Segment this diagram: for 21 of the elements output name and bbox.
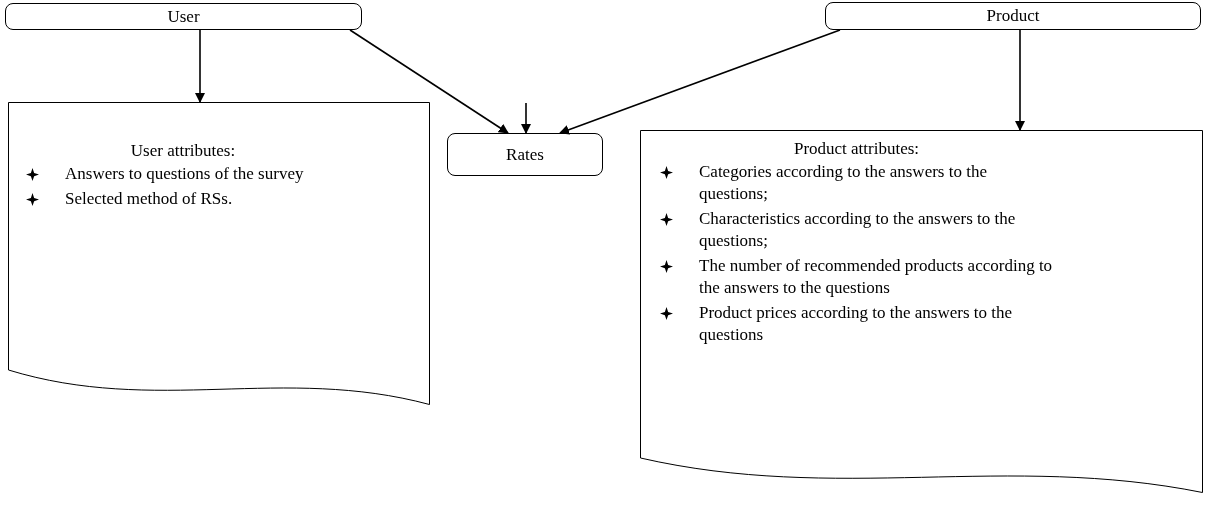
- bullet-text: The number of recommended products according to the answers to the questions: [699, 255, 1053, 299]
- heading-text: Product attributes:: [792, 138, 921, 160]
- arrow: [559, 29, 841, 135]
- document-shape: [640, 130, 1203, 493]
- bullet-text: Product prices according to the answers to the questions: [699, 302, 1013, 346]
- node-label: User: [167, 5, 200, 28]
- bullet-text: Selected method of RSs.: [65, 188, 233, 210]
- bullet-text: Categories according to the answers to the questions;: [699, 161, 988, 205]
- bullet-text: Answers to questions of the survey: [65, 163, 304, 185]
- arrow: [1015, 29, 1025, 131]
- node-label: Product: [986, 5, 1040, 27]
- bullet-text: Characteristics according to the answers to the questions;: [699, 208, 1017, 252]
- document-shape: [8, 102, 430, 405]
- terminal-box: [825, 2, 1201, 30]
- arrow: [349, 29, 509, 134]
- arrow: [521, 102, 531, 134]
- terminal-box: [5, 3, 362, 30]
- arrow: [195, 29, 205, 103]
- node-label: Rates: [506, 143, 544, 166]
- heading-text: User attributes:: [129, 140, 237, 162]
- terminal-box: [447, 133, 603, 176]
